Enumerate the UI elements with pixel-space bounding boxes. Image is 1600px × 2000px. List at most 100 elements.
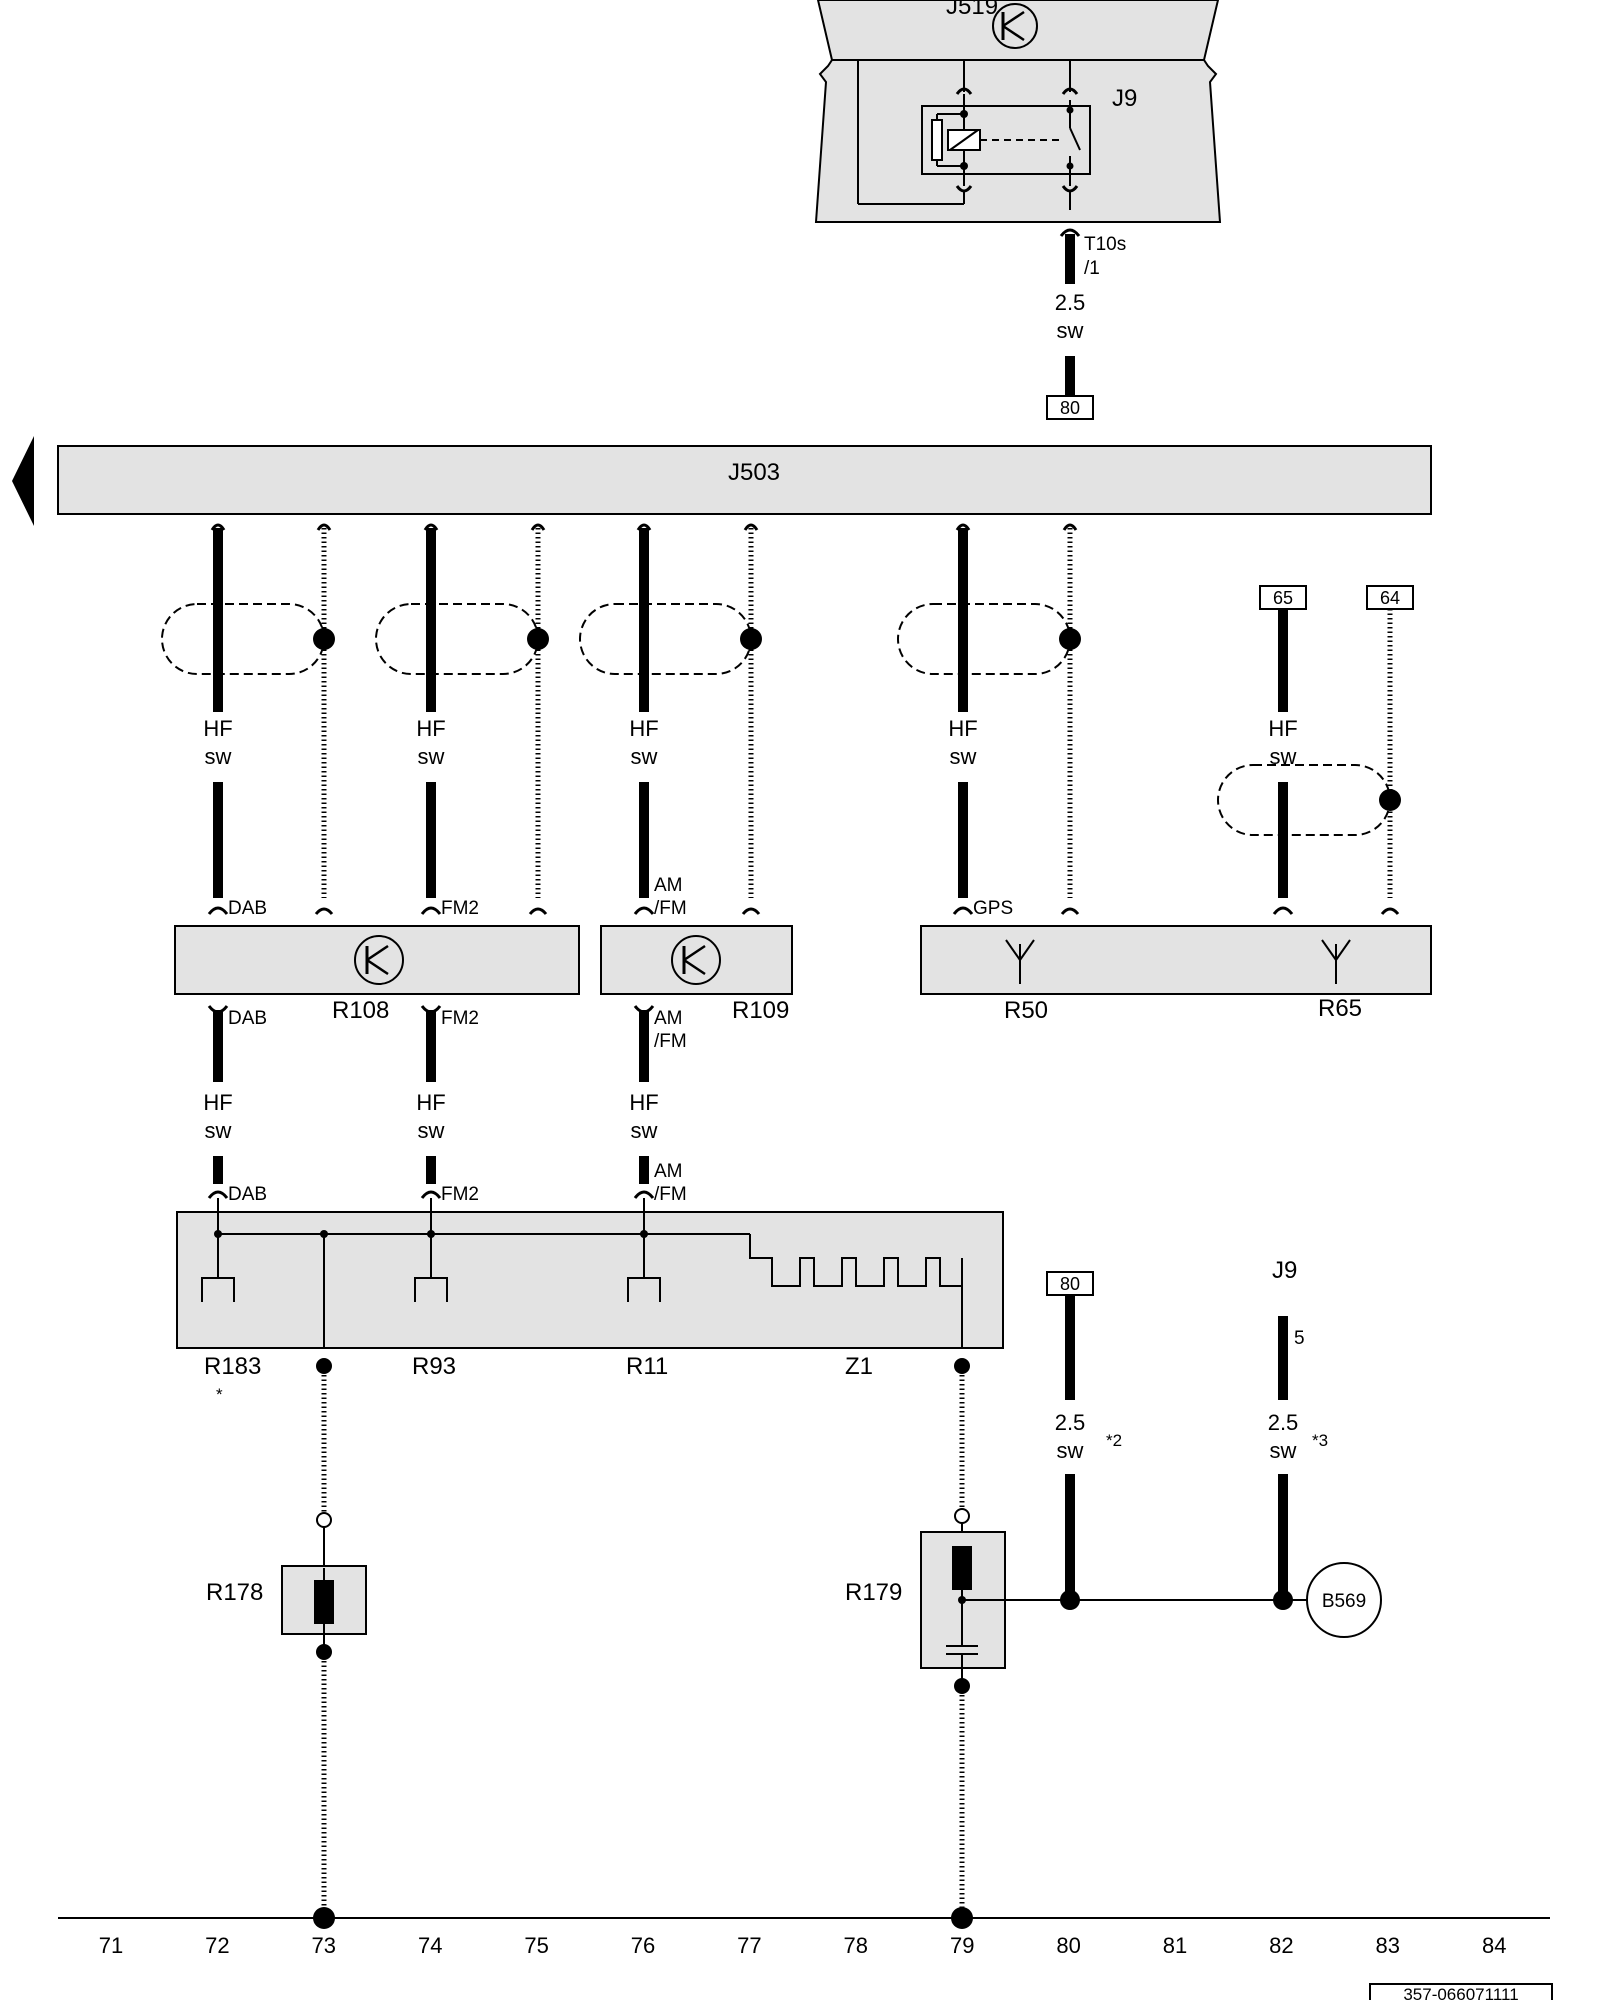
j9-label: J9 [1112,85,1137,112]
grid-number: 80 [1056,1933,1080,1958]
hf-labels-row1: HF sw HF sw HF sw HF sw HF sw [203,716,1297,769]
shield-gps [897,603,1071,675]
sw-label: sw [631,744,658,769]
pin-fm2-lower: FM2 [441,1184,479,1205]
grid-number: 72 [205,1933,229,1958]
pin-dab-upper: DAB [228,898,267,919]
r50-label: R50 [1004,997,1048,1024]
hf-label: HF [1268,716,1297,741]
r109-amplifier [600,925,793,995]
shield-node-gps [1059,628,1081,650]
sw-label: sw [418,1118,445,1143]
grid-number: 81 [1163,1933,1187,1958]
grid-number: 74 [418,1933,442,1958]
pin-fm-upper: /FM [654,898,687,919]
sw-label: sw [205,1118,232,1143]
j9-relay [857,60,1091,210]
doc-number-box [1369,1983,1553,2000]
amp-input-plugs [207,906,1400,915]
b569-connection [1306,1562,1382,1638]
ref-box-80-top [1046,395,1094,420]
footnote-2: *2 [1106,1431,1122,1450]
hf-label: HF [629,1090,658,1115]
wire-cross-section-top: 2.5 [1055,290,1086,315]
j519-label: J519 [946,0,998,20]
r108-transistor-symbol [354,935,404,985]
shield-node-r65 [1379,789,1401,811]
antenna-structure [201,1198,963,1348]
shield-node-amfm [740,628,762,650]
grid-number: 73 [312,1933,336,1958]
t10s-plug [1059,228,1081,237]
node-73-open [316,1512,332,1528]
r183-label: R183 [204,1353,261,1380]
grid-number: 84 [1482,1933,1506,1958]
wire-color-80: sw [1057,1438,1084,1463]
r50-antenna-icon [1005,939,1035,984]
ref-64: 64 [1380,588,1400,608]
grid-number: 79 [950,1933,974,1958]
r108-amplifier [174,925,580,995]
hf-label: HF [203,716,232,741]
continuation-arrow [12,436,34,526]
grid-number: 75 [524,1933,548,1958]
hf-label: HF [629,716,658,741]
r50-r65-antenna-unit [920,925,1432,995]
r65-label: R65 [1318,995,1362,1022]
r178-resistor [314,1580,334,1624]
hf-label: HF [203,1090,232,1115]
ref-80-top: 80 [1060,398,1080,418]
z1-label: Z1 [845,1353,873,1380]
j503-label: J503 [728,459,780,486]
pin-fm-mid: /FM [654,1031,687,1052]
shield-amfm [579,603,752,675]
wire-cross-section-j9: 2.5 [1268,1410,1299,1435]
pin-dab-mid: DAB [228,1008,267,1029]
r109-label: R109 [732,997,789,1024]
hf-labels-row2: HF sw HF sw HF sw [203,1090,658,1143]
sw-label: sw [418,744,445,769]
wire-cross-section-80: 2.5 [1055,1410,1086,1435]
r11-label: R11 [626,1353,668,1380]
r183-footnote: * [216,1385,223,1404]
r179-resistor [952,1546,972,1590]
r179-label: R179 [845,1579,902,1606]
r108-label: R108 [332,997,389,1024]
pin-fm-lower: /FM [654,1184,687,1205]
j9-pin-5: 5 [1294,1328,1305,1349]
pin-fm2-upper: FM2 [441,898,479,919]
footnote-3: *3 [1312,1431,1328,1450]
doc-number: 357-066071111 [1403,1985,1518,2000]
pin-am-lower: AM [654,1161,683,1182]
t10s-pin-label: /1 [1084,258,1100,279]
shield-fm2 [375,603,539,675]
j519-housing [814,0,1222,223]
j519-transistor-symbol [992,3,1038,49]
shield-node-dab [313,628,335,650]
pin-fm2-mid: FM2 [441,1008,479,1029]
grid-number: 78 [844,1933,868,1958]
shield-dab [161,603,325,675]
antenna-input-plugs [207,1190,655,1199]
window-antenna-unit [176,1211,1004,1349]
node-79-open [954,1508,970,1524]
grid-number: 82 [1269,1933,1293,1958]
sw-label: sw [950,744,977,769]
shield-r65 [1217,764,1391,836]
t10s-label: T10s [1084,234,1126,255]
pin-am-mid: AM [654,1008,683,1029]
ref-80-bottom: 80 [1060,1274,1080,1294]
j503-unit [57,445,1432,515]
sw-label: sw [205,744,232,769]
hf-label: HF [416,716,445,741]
r93-label: R93 [412,1353,456,1380]
r109-transistor-symbol [671,935,721,985]
j9-lower-label: J9 [1272,1257,1297,1284]
wire-color-top: sw [1057,318,1084,343]
pin-gps: GPS [973,898,1013,919]
r65-antenna-icon [1321,939,1351,984]
b569-label: B569 [1322,1591,1366,1612]
grid-number: 83 [1376,1933,1400,1958]
